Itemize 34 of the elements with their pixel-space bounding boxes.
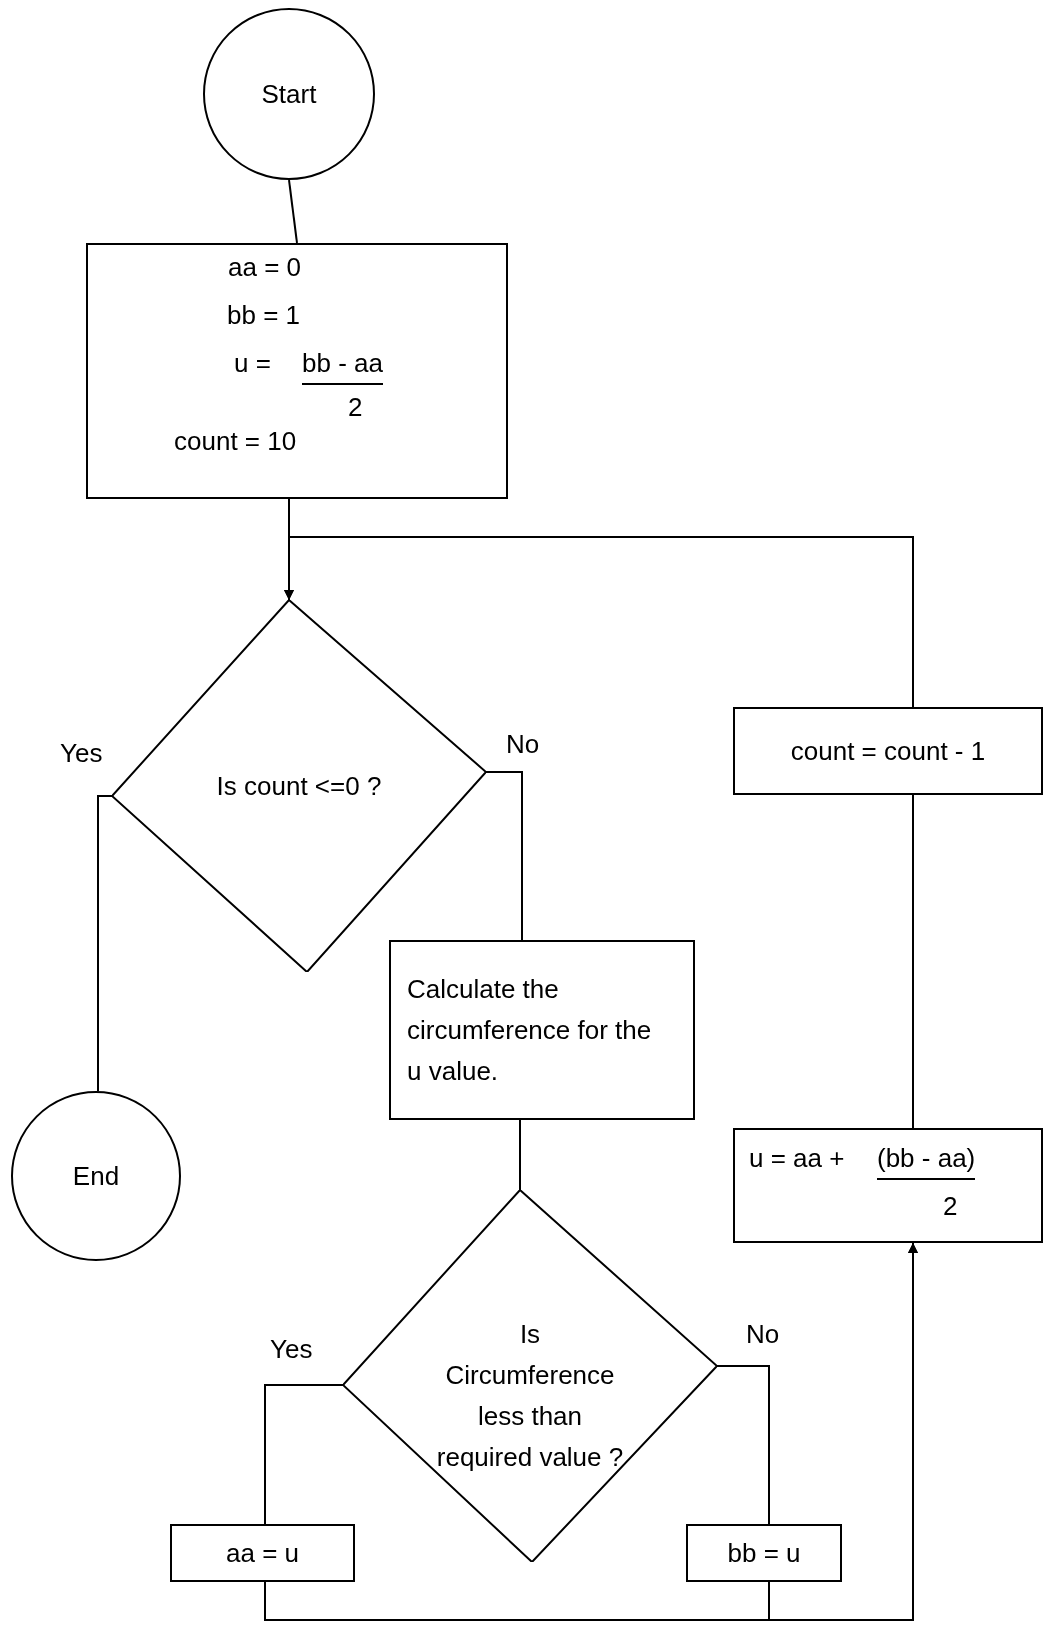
node-text: bb - aa	[302, 343, 383, 385]
decision-diamond	[343, 1190, 717, 1562]
process-box	[733, 1128, 1043, 1243]
node-text: aa = 0	[228, 251, 301, 284]
node-text: count = count - 1	[790, 734, 986, 768]
node-text: u = aa +	[749, 1142, 845, 1175]
connector-line	[288, 179, 298, 244]
node-text: Is count <=0 ?	[216, 769, 382, 803]
node-text: End	[72, 1159, 120, 1193]
connector-line	[97, 795, 113, 1092]
process-box	[686, 1524, 842, 1582]
connector-line	[768, 1242, 918, 1621]
node-text: u =	[234, 347, 271, 380]
node-text: bb = u	[727, 1536, 801, 1570]
connector-line	[519, 1119, 521, 1191]
node-text: Is Circumference less than required value ?	[435, 1318, 625, 1474]
process-box	[733, 707, 1043, 795]
node-text: aa = u	[226, 1536, 299, 1570]
process-box	[86, 243, 508, 499]
decision-diamond	[112, 600, 486, 972]
connector-line	[485, 771, 523, 941]
node-text: 2	[348, 391, 363, 424]
process-box	[170, 1524, 355, 1582]
connector-line	[284, 536, 914, 708]
connector-line	[264, 1384, 344, 1525]
node-text: count = 10	[174, 425, 297, 458]
process-box	[389, 940, 695, 1120]
connector-line	[716, 1365, 770, 1525]
node-text: Start	[261, 77, 317, 111]
connector-line	[912, 794, 914, 1129]
node-text: bb = 1	[227, 299, 300, 332]
node-text: 2	[943, 1190, 958, 1223]
node-text: Calculate the circumference for the u value.	[407, 972, 653, 1088]
node-text: (bb - aa)	[877, 1138, 976, 1180]
